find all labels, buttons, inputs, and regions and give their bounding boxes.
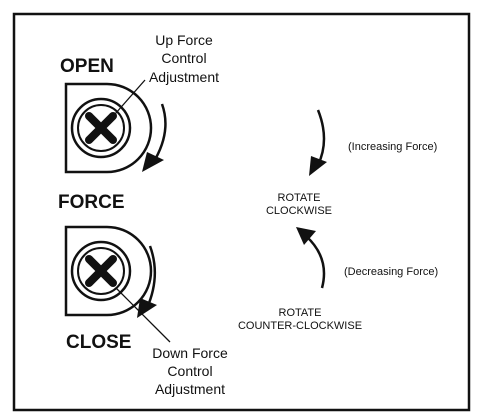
up-force-control-knob	[64, 82, 153, 174]
up-force-label-line3: Adjustment	[149, 69, 219, 85]
close-label: CLOSE	[66, 332, 131, 353]
clockwise-legend-arrow-icon	[309, 109, 327, 176]
decreasing-force-label: (Decreasing Force)	[344, 266, 438, 278]
rotate-cw-line2: CLOCKWISE	[266, 205, 332, 217]
open-label: OPEN	[60, 56, 114, 77]
up-force-leader-line	[107, 79, 146, 123]
force-label: FORCE	[58, 192, 125, 213]
down-force-control-knob	[64, 225, 153, 317]
down-force-leader-line	[115, 287, 171, 343]
rotate-cw-line1: ROTATE	[278, 192, 321, 204]
down-clockwise-arrow-icon	[137, 245, 157, 318]
rotate-ccw-line2: COUNTER-CLOCKWISE	[238, 320, 362, 332]
down-knob-cross-icon	[85, 255, 117, 287]
down-force-label-line1: Down Force	[152, 345, 228, 361]
down-force-label-line2: Control	[167, 363, 212, 379]
counter-clockwise-legend-arrow-icon	[296, 227, 326, 289]
rotate-ccw-line1: ROTATE	[279, 307, 322, 319]
up-clockwise-arrow-icon	[142, 103, 167, 172]
down-force-label-line3: Adjustment	[155, 381, 225, 397]
up-force-label-line1: Up Force	[155, 32, 213, 48]
increasing-force-label: (Increasing Force)	[348, 141, 437, 153]
up-force-label-line2: Control	[161, 50, 206, 66]
diagram-border	[12, 12, 471, 412]
